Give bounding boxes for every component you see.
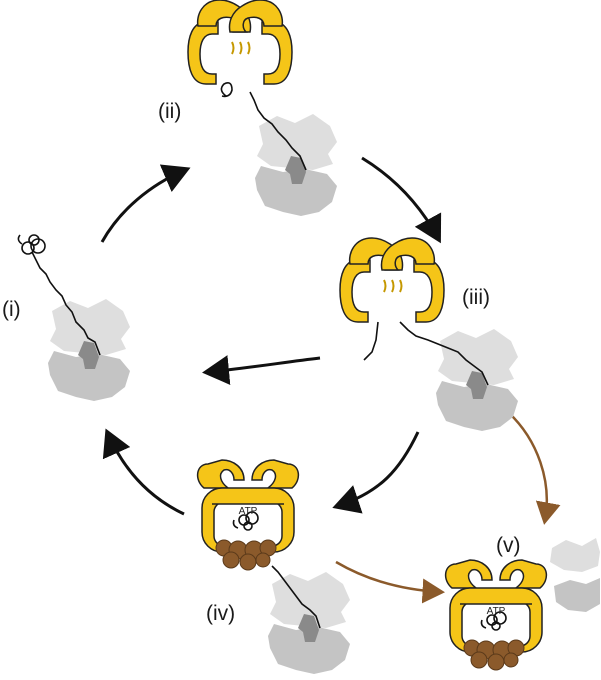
stage-label-v: (v) [496,534,521,557]
stage-ii-complex [187,0,337,216]
arrow-iii-to-iv [332,431,420,514]
arrow-ii-to-iii [361,156,442,244]
stage-label-iv: (iv) [206,602,235,625]
nascent-chain [31,251,101,356]
stage-iv-complex [196,459,350,674]
nascent-chain [399,321,489,386]
stage-v-complex [444,538,600,671]
arrow-iii-to-v [507,411,561,525]
ribosome-subunit-large [554,578,600,612]
stage-label-iii: (iii) [462,286,490,309]
nascent-chain [249,91,307,171]
stage-iii-complex [339,237,518,431]
nascent-chain [271,565,321,629]
arrow-i-to-ii [100,164,191,243]
arrow-iii-to-i [202,355,321,385]
atp-label: ATP [239,506,258,517]
atp-label: ATP [487,606,506,617]
stage-i-complex [17,234,130,401]
stage-label-i: (i) [2,298,21,321]
arrow-iv-to-i [102,428,185,516]
ribosome-subunit-small [550,538,600,572]
arrow-iv-to-v [335,560,445,604]
stage-label-ii: (ii) [158,100,181,123]
